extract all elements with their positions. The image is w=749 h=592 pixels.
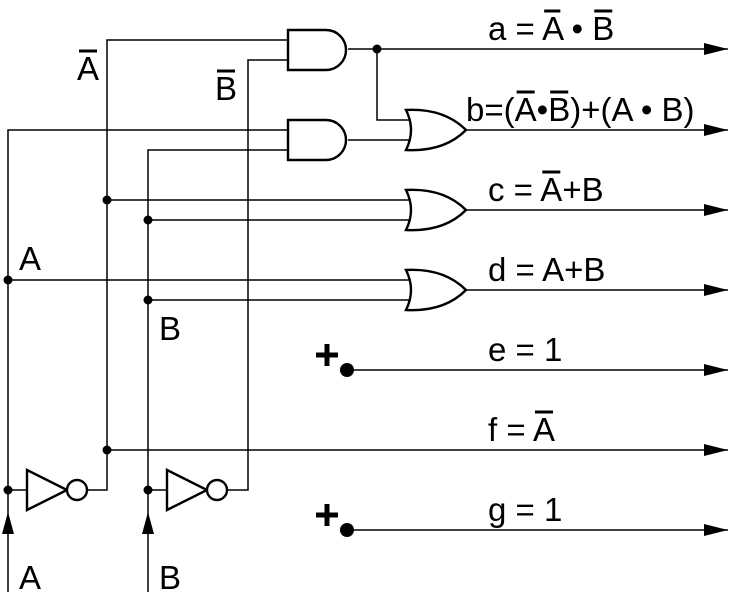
junction-abar-f <box>102 445 112 455</box>
junction-b-c <box>143 215 153 225</box>
const-e-terminal <box>340 363 354 377</box>
junction-a-not <box>3 485 13 495</box>
input-label-b: B <box>159 559 181 592</box>
junction-b-not <box>143 485 153 495</box>
output-label-b-part: b=( <box>466 91 515 128</box>
output-label-a-part: B <box>592 10 614 47</box>
output-f-arrow <box>704 444 728 456</box>
output-label-a-part: a = <box>488 10 542 47</box>
wire-a-bar <box>87 39 288 491</box>
and-gate-2 <box>286 118 348 162</box>
output-label-b: b=(A•B)+(A • B) <box>466 91 695 128</box>
output-label-c-part: +B <box>562 171 603 208</box>
rail-label-a-bar: A <box>77 50 99 87</box>
or-gate-c <box>404 188 468 232</box>
output-label-e: e = 1 <box>488 331 562 368</box>
junction-abar-c <box>102 195 112 205</box>
output-b-arrow <box>704 124 728 136</box>
not-gate-a-bubble <box>65 478 89 502</box>
output-arrows <box>2 43 728 536</box>
input-a-arrow <box>2 512 14 534</box>
output-label-f-part: A <box>533 411 555 448</box>
wire-input-a <box>7 129 288 592</box>
output-c-arrow <box>704 204 728 216</box>
wire-input-b <box>147 149 288 592</box>
input-label-a: A <box>19 559 41 592</box>
input-label-b-part: B <box>159 559 181 592</box>
junction-a-out <box>372 44 382 54</box>
rail-label-b-part: B <box>159 310 181 347</box>
rail-label-b-bar: B <box>215 70 237 107</box>
output-label-f-part: f = <box>488 411 533 448</box>
output-label-b-part: )+(A • B) <box>570 91 694 128</box>
output-label-a-part: • <box>562 10 592 47</box>
junction-b-d <box>143 295 153 305</box>
input-label-a-part: A <box>19 559 41 592</box>
output-label-b-part: B <box>548 91 570 128</box>
not-gate-a <box>25 468 70 512</box>
output-d-arrow <box>704 284 728 296</box>
output-label-e-part: e = 1 <box>488 331 562 368</box>
not-gate-b-bubble <box>205 478 229 502</box>
and-gate-1 <box>286 28 348 72</box>
wires <box>7 39 728 592</box>
output-label-f: f = A <box>488 411 555 448</box>
output-label-g: g = 1 <box>488 491 562 528</box>
junction-dots <box>3 44 382 537</box>
output-a-arrow <box>704 43 728 55</box>
rail-label-a: A <box>19 240 41 277</box>
rail-label-a-part: A <box>19 240 41 277</box>
output-label-a: a = A • B <box>488 10 614 47</box>
labels: a = A • Bb=(A•B)+(A • B)c = A+Bd = A+Be … <box>19 9 695 592</box>
or-gate-b <box>404 108 468 152</box>
rail-label-a-bar-part: A <box>77 50 99 87</box>
output-label-c: c = A+B <box>488 171 604 208</box>
output-label-b-part: • <box>537 91 549 128</box>
const-g-terminal <box>340 523 354 537</box>
wire-b-bar <box>227 59 288 491</box>
output-label-a-part: A <box>542 10 564 47</box>
output-label-b-part: A <box>515 91 537 128</box>
output-label-c-part: A <box>540 171 562 208</box>
rail-label-b: B <box>159 310 181 347</box>
output-g-arrow <box>704 524 728 536</box>
output-label-g-part: g = 1 <box>488 491 562 528</box>
rail-label-b-bar-part: B <box>215 70 237 107</box>
wire-a-to-or-b <box>376 49 409 121</box>
not-gate-b <box>165 468 210 512</box>
output-label-d: d = A+B <box>488 251 605 288</box>
input-b-arrow <box>142 512 154 534</box>
output-label-c-part: c = <box>488 171 540 208</box>
output-label-d-part: d = A+B <box>488 251 605 288</box>
or-gate-d <box>404 268 468 312</box>
junction-a-d <box>3 275 13 285</box>
gates <box>25 28 468 512</box>
output-e-arrow <box>704 364 728 376</box>
